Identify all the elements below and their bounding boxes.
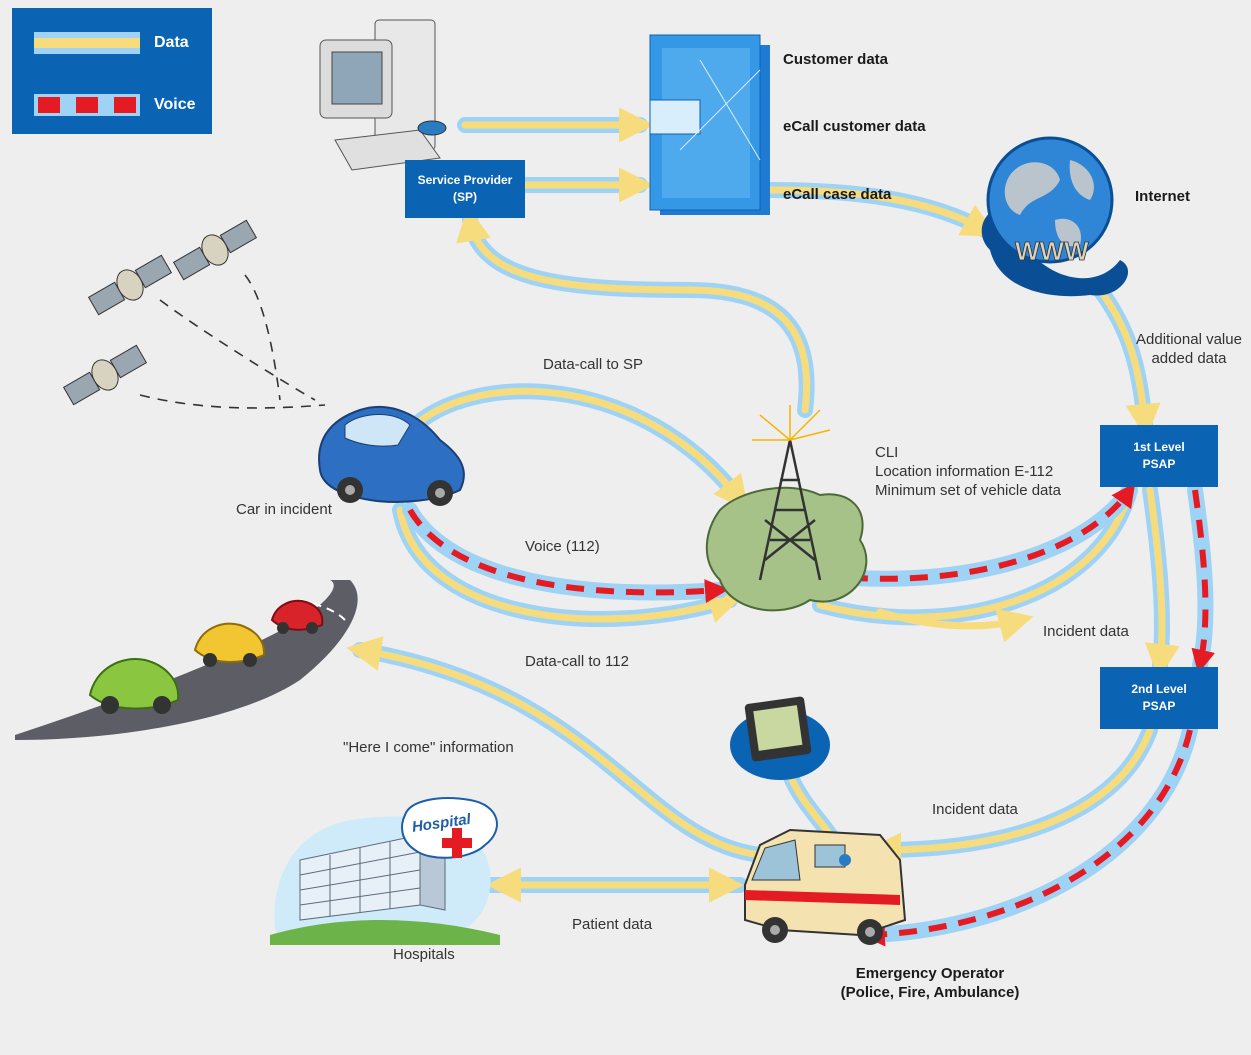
service-provider-line-1: Service Provider xyxy=(417,173,513,187)
psap1-line-2: PSAP xyxy=(1142,457,1176,471)
desktop-computer-icon xyxy=(319,19,447,171)
internet-globe-icon: WWW xyxy=(981,136,1129,297)
psap2-line-2: PSAP xyxy=(1142,699,1176,713)
label-location-info: Location information E-112 xyxy=(875,463,1054,480)
label-data-call-112: Data-call to 112 xyxy=(525,653,629,670)
label-incident-data-upper: Incident data xyxy=(1043,623,1129,640)
hospital-building-icon: Hospital xyxy=(270,797,500,945)
satellite-icon xyxy=(62,219,258,406)
road-traffic-icon xyxy=(15,580,358,740)
data-flows xyxy=(346,107,1180,903)
flow-car-data-call-112 xyxy=(392,502,738,627)
car-icon xyxy=(318,405,465,506)
psap2-box: 2nd Level PSAP xyxy=(1100,667,1218,729)
label-ecall-case-data: eCall case data xyxy=(783,186,892,203)
label-emergency-operator: Emergency Operator (Police, Fire, Ambula… xyxy=(810,964,1050,1002)
legend-voice-swatch xyxy=(34,94,140,116)
legend-data-swatch xyxy=(34,32,140,54)
label-incident-data-lower: Incident data xyxy=(932,801,1018,818)
label-cli-block: CLI Location information E-112 Minimum s… xyxy=(875,443,1061,500)
label-additional-value: Additional value added data xyxy=(1128,330,1250,368)
flow-tower-to-sp xyxy=(462,212,815,418)
psap2-line-1: 2nd Level xyxy=(1131,682,1187,696)
service-provider-line-2: (SP) xyxy=(453,190,477,204)
gps-monitor-icon xyxy=(730,696,830,780)
antenna-tower-icon xyxy=(705,405,868,612)
label-additional-value-line-2: added data xyxy=(1151,350,1227,367)
label-emergency-operator-line-2: (Police, Fire, Ambulance) xyxy=(840,984,1020,1001)
label-patient-data: Patient data xyxy=(572,916,653,933)
legend: Data Voice xyxy=(12,8,212,134)
label-voice-112: Voice (112) xyxy=(525,538,600,555)
psap1-line-1: 1st Level xyxy=(1133,440,1185,454)
gps-signals xyxy=(139,274,326,409)
service-provider-box: Service Provider (SP) xyxy=(405,160,525,218)
label-min-vehicle-data: Minimum set of vehicle data xyxy=(875,482,1061,499)
label-additional-value-line-1: Additional value xyxy=(1136,331,1242,348)
label-customer-data: Customer data xyxy=(783,51,889,68)
label-cli: CLI xyxy=(875,444,899,461)
label-hospitals: Hospitals xyxy=(393,946,455,963)
label-emergency-operator-line-1: Emergency Operator xyxy=(855,965,1005,982)
label-ecall-customer-data: eCall customer data xyxy=(783,118,926,135)
ambulance-icon xyxy=(744,828,907,945)
voice-flows xyxy=(402,482,1215,947)
label-car-in-incident: Car in incident xyxy=(236,501,332,518)
label-internet: Internet xyxy=(1135,188,1191,205)
label-here-i-come: "Here I come" information xyxy=(343,739,514,756)
label-data-call-sp: Data-call to SP xyxy=(543,356,644,373)
database-server-icon xyxy=(649,34,770,215)
legend-voice-label: Voice xyxy=(154,96,196,113)
psap1-box: 1st Level PSAP xyxy=(1100,425,1218,487)
svg-text:WWW: WWW xyxy=(1015,236,1089,266)
voice-psap1-to-psap2 xyxy=(1187,482,1214,673)
legend-data-label: Data xyxy=(154,34,189,51)
